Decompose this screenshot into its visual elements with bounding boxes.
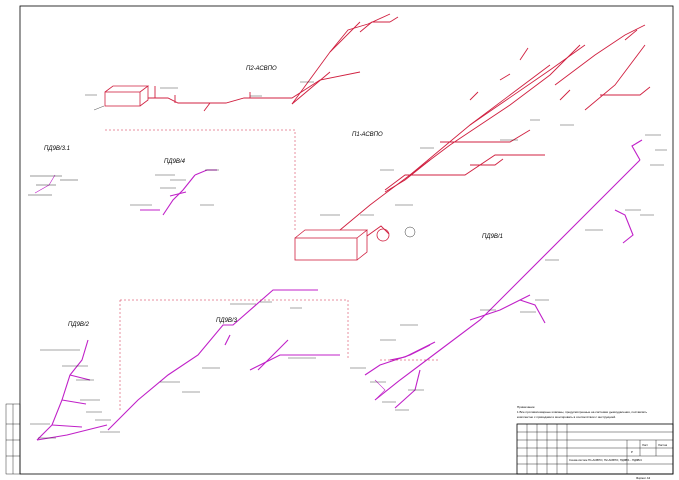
system-p2-asvpo: П2-АСВПО — [85, 13, 399, 230]
system-label-pd2: ПД9В/2 — [68, 322, 90, 328]
system-label-pd4: ПД9В/4 — [164, 159, 186, 165]
system-pd9v-3-1: ПД9В/3.1 — [28, 146, 78, 196]
format-label: Формат А3 — [636, 476, 651, 480]
system-pd9v-2: ПД9В/2 — [30, 322, 120, 441]
binding-strip — [5, 403, 21, 475]
svg-text:Лист: Лист — [642, 443, 649, 447]
fan-symbol — [376, 228, 390, 242]
svg-text:комплектно с приводами и монти: комплектно с приводами и монтировать в с… — [517, 415, 616, 419]
svg-text:Схема систем П1-АСВПО, П2-АСВП: Схема систем П1-АСВПО, П2-АСВПО, ПД9В/1 … — [569, 458, 642, 462]
system-p1-asvpo: П1-АСВПО — [294, 24, 651, 261]
title-block: Схема систем П1-АСВПО, П2-АСВПО, ПД9В/1 … — [516, 423, 674, 475]
system-label-pd1: ПД9В/1 — [482, 234, 503, 240]
system-label-p1: П1-АСВПО — [352, 132, 383, 138]
system-label-p2: П2-АСВПО — [246, 66, 277, 72]
system-pd9v-1: ПД9В/1 — [350, 134, 667, 411]
svg-text:Примечание:: Примечание: — [517, 405, 535, 409]
system-label-pd31: ПД9В/3.1 — [44, 146, 70, 152]
system-pd9v-3: ПД9В/3 — [107, 289, 349, 431]
air-handler-p2 — [104, 91, 141, 107]
svg-text:Р: Р — [631, 450, 633, 454]
notes-block: Примечание: 1 Все противопожарные клапан… — [517, 405, 648, 419]
svg-text:1 Все противопожарные клапаны,: 1 Все противопожарные клапаны, предусмот… — [517, 410, 648, 414]
system-label-pd3: ПД9В/3 — [216, 318, 238, 324]
svg-text:Листов: Листов — [658, 443, 668, 447]
air-handler-p1 — [294, 237, 358, 261]
system-pd9v-4: ПД9В/4 — [130, 159, 219, 216]
outer-frame — [19, 5, 674, 475]
